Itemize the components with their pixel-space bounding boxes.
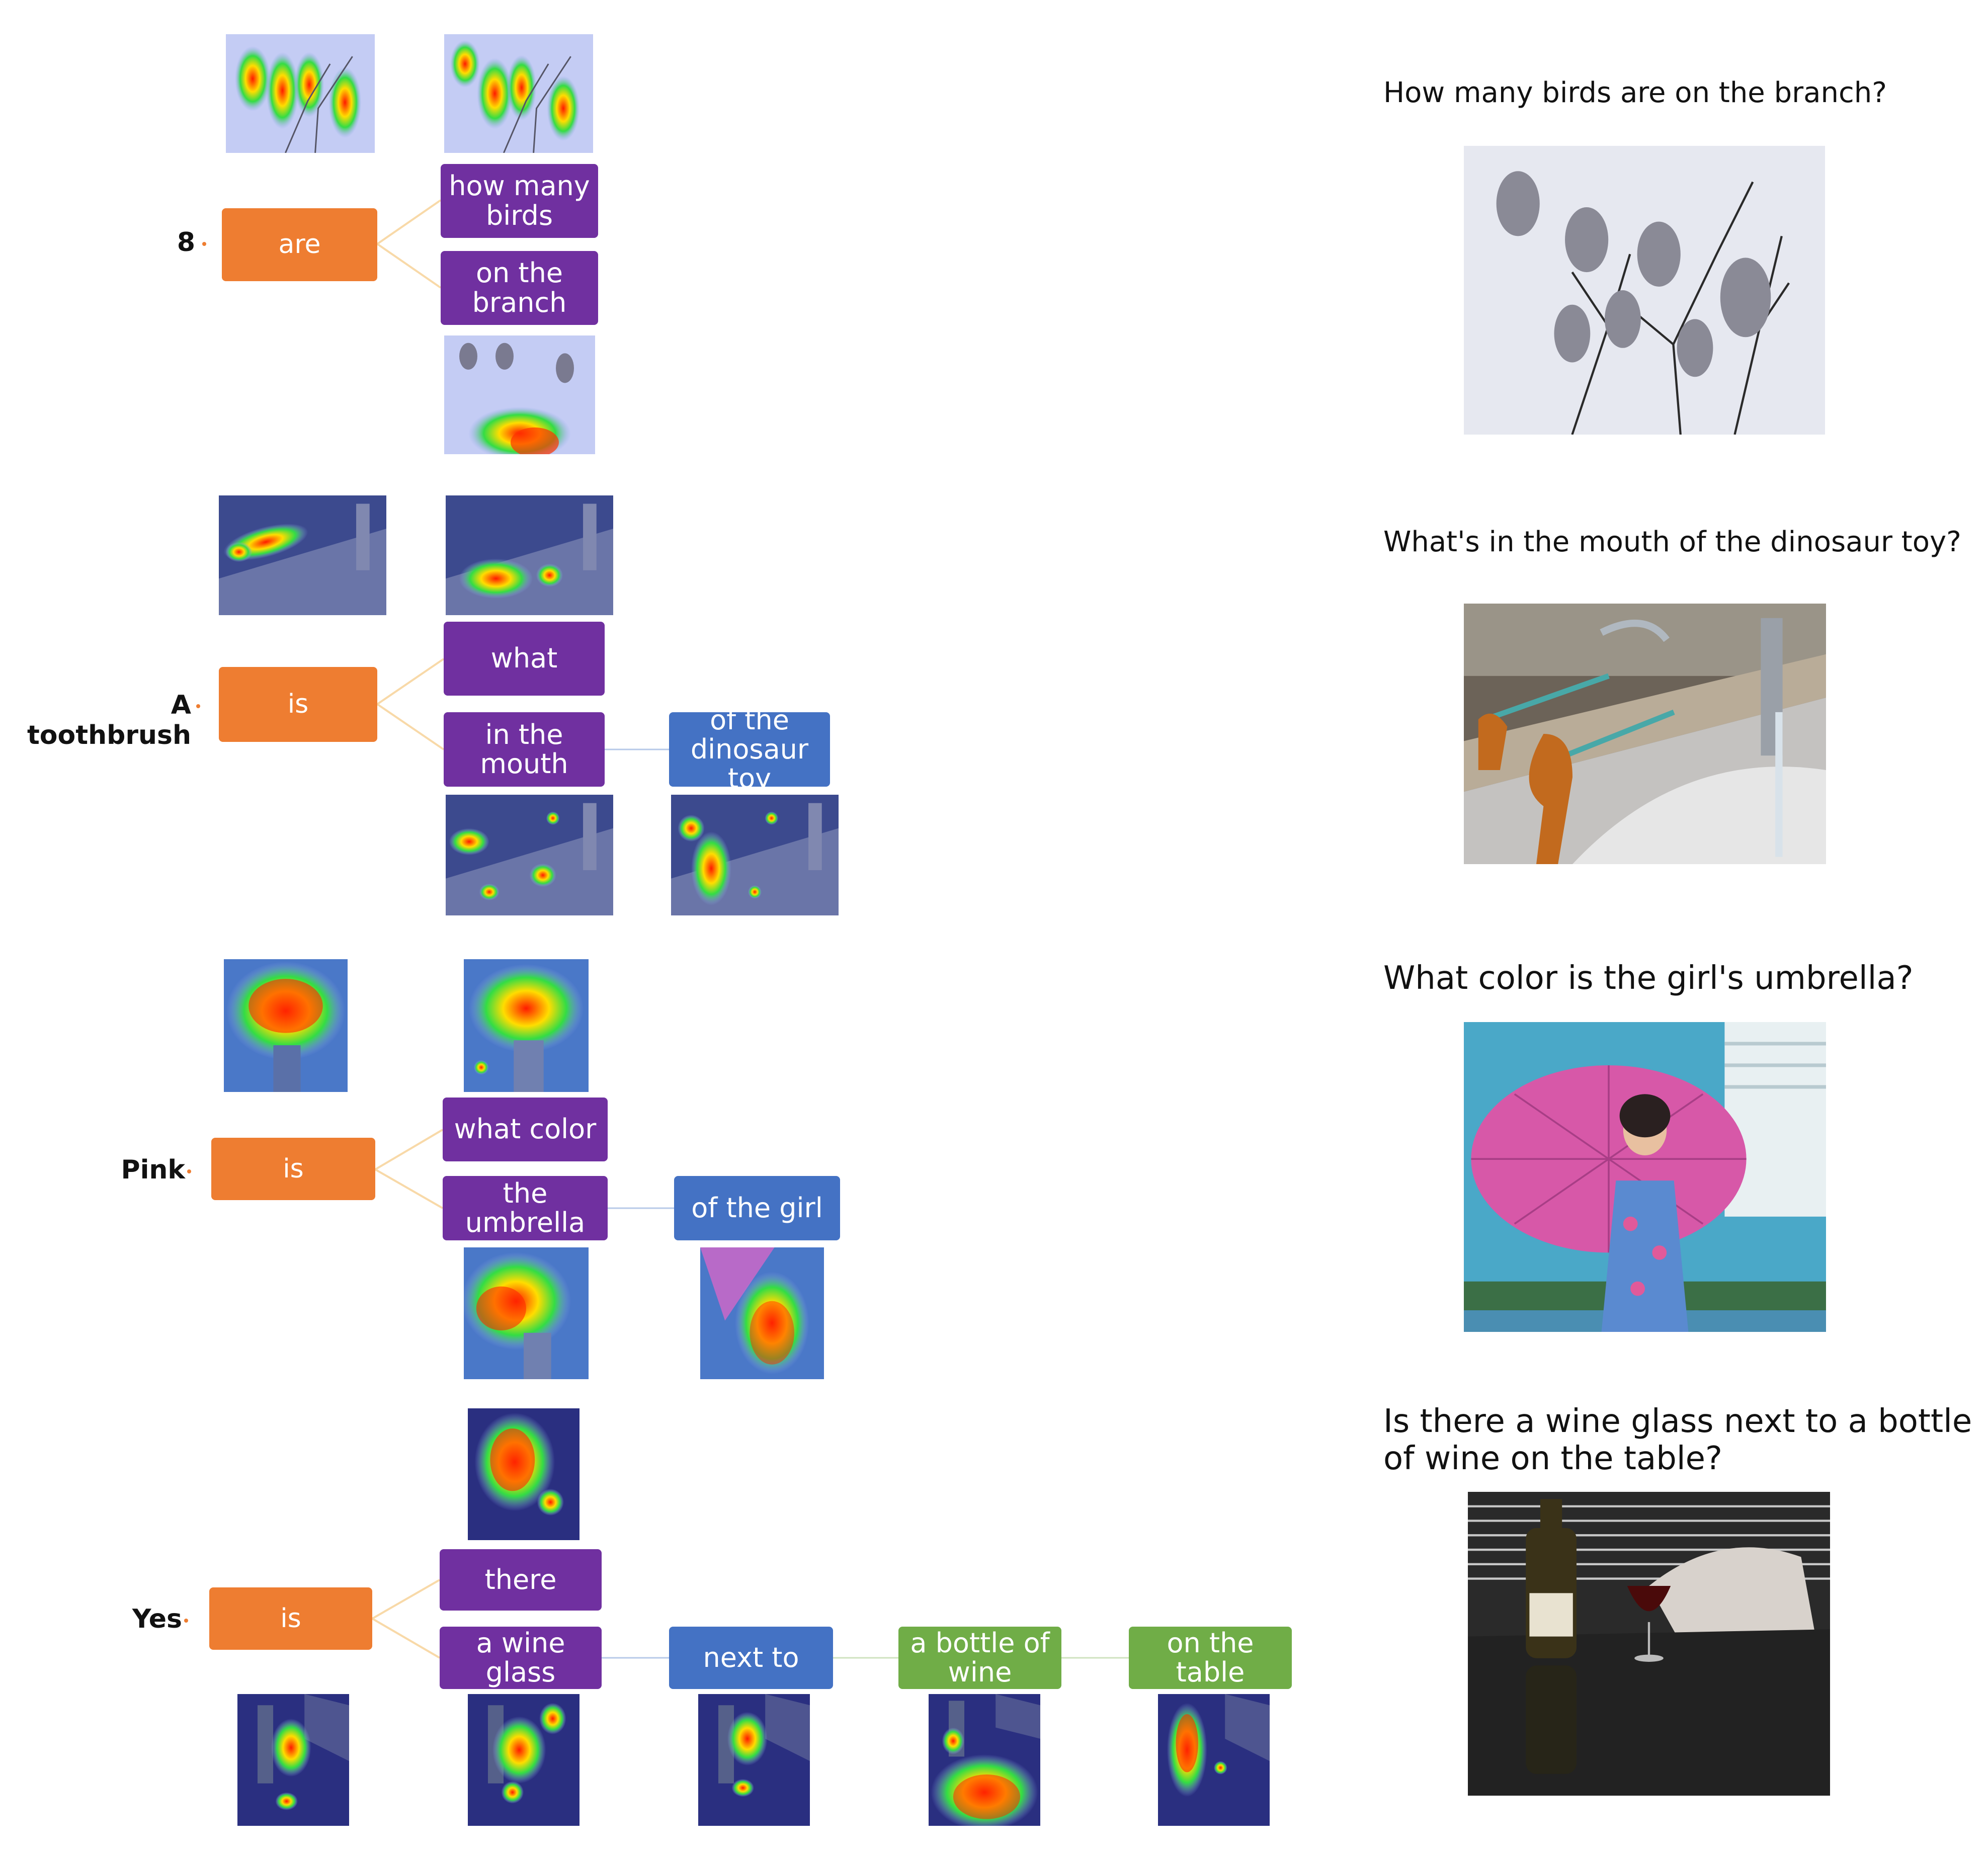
phrase-box: on the branch (441, 251, 598, 325)
phrase-label: of the dinosaur toy (690, 704, 809, 795)
attention-map (1158, 1694, 1270, 1826)
phrase-box: there (440, 1549, 602, 1611)
question-text: What color is the girl's umbrella? (1383, 960, 1914, 997)
phrase-label: next to (703, 1641, 799, 1673)
phrase-box: of the girl (674, 1176, 840, 1240)
question-text: Is there a wine glass next to a bottle o… (1383, 1403, 1972, 1477)
question-text: How many birds are on the branch? (1383, 76, 1887, 109)
phrase-label: what (490, 642, 558, 674)
phrase-box: on the table (1129, 1627, 1292, 1689)
question-image (1464, 1022, 1826, 1332)
verb-label: is (280, 1603, 301, 1634)
attention-map (700, 1247, 824, 1379)
attention-map (237, 1694, 349, 1826)
answer-text: 8 (177, 227, 195, 258)
attention-map (468, 1408, 579, 1540)
phrase-label: a wine glass (476, 1627, 565, 1688)
attention-map (224, 959, 348, 1092)
question-image (1464, 146, 1825, 435)
verb-label: is (283, 1153, 304, 1184)
phrase-box: the umbrella (443, 1176, 608, 1240)
verb-box: is (211, 1138, 375, 1200)
answer-dot (187, 1169, 191, 1173)
verb-box: is (219, 667, 377, 742)
question-text: What's in the mouth of the dinosaur toy? (1383, 526, 1961, 558)
attention-map (446, 795, 613, 915)
attention-map (698, 1694, 810, 1826)
phrase-box: a wine glass (440, 1627, 602, 1689)
phrase-label: of the girl (691, 1192, 823, 1224)
question-image (1464, 604, 1826, 864)
attention-map (446, 495, 613, 615)
verb-box: are (222, 208, 377, 281)
phrase-box: what (444, 622, 605, 696)
attention-map (464, 1247, 589, 1379)
attention-map (671, 795, 839, 915)
phrase-box: a bottle of wine (898, 1627, 1061, 1689)
attention-map (468, 1694, 579, 1826)
phrase-label: on the table (1167, 1627, 1254, 1688)
phrase-label: a bottle of wine (910, 1627, 1050, 1688)
phrase-box: in the mouth (444, 712, 605, 787)
phrase-box: of the dinosaur toy (669, 705, 830, 793)
attention-map (929, 1694, 1040, 1826)
phrase-label: on the branch (472, 257, 567, 318)
answer-dot (202, 242, 206, 246)
verb-box: is (209, 1587, 372, 1650)
answer-text: Pink (121, 1155, 185, 1185)
attention-map (444, 335, 595, 454)
phrase-label: how many birds (449, 170, 590, 231)
answer-text: A toothbrush (27, 690, 191, 750)
question-image (1468, 1492, 1830, 1796)
answer-text: Yes (132, 1604, 182, 1634)
answer-dot (184, 1619, 188, 1623)
phrase-box: how many birds (441, 164, 598, 238)
phrase-label: in the mouth (480, 718, 568, 780)
attention-map (444, 34, 593, 153)
attention-map (464, 959, 589, 1092)
attention-map (226, 34, 375, 153)
answer-dot (196, 704, 200, 708)
attention-map (219, 495, 386, 615)
verb-label: are (278, 229, 321, 260)
verb-label: is (287, 689, 309, 720)
phrase-box: what color (443, 1098, 608, 1161)
phrase-label: the umbrella (465, 1177, 586, 1238)
phrase-box: next to (669, 1627, 833, 1689)
phrase-label: what color (454, 1113, 597, 1145)
phrase-label: there (484, 1563, 557, 1595)
